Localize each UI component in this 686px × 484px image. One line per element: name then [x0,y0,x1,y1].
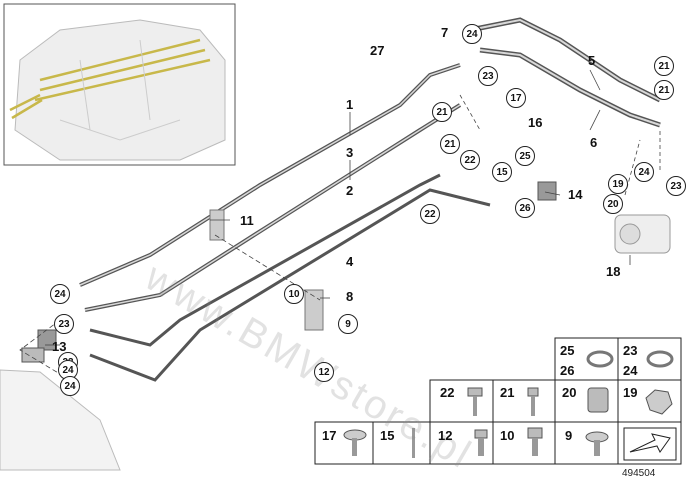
callout-circle-21: 21 [432,102,452,122]
callout-18: 18 [606,264,621,279]
callout-circle-23: 23 [478,66,498,86]
callout-circle-23: 23 [54,314,74,334]
callout-circle-21: 21 [654,80,674,100]
diagram-number: 494504 [622,468,656,479]
compressor [614,214,671,254]
callout-circle-22: 22 [460,150,480,170]
table-label-21: 21 [500,385,515,400]
callout-circle-17: 17 [506,88,526,108]
callout-27: 27 [370,43,385,58]
callout-circle-21: 21 [654,56,674,76]
table-label-22: 22 [440,385,455,400]
table-label-25: 25 [560,343,575,358]
table-label-17: 17 [322,428,337,443]
table-label-26: 26 [560,363,575,378]
callout-circle-9: 9 [338,314,358,334]
callout-circle-23: 23 [666,176,686,196]
callout-8: 8 [346,289,354,304]
parts-table-grid [314,337,682,465]
table-label-20: 20 [562,385,577,400]
pipe-3 [84,103,462,312]
callout-circle-22: 22 [420,204,440,224]
bracket-8 [304,289,324,331]
radiator-section [0,369,121,471]
callout-circle-15: 15 [492,162,512,182]
callout-circle-24: 24 [58,360,78,380]
callout-circle-24: 24 [50,284,70,304]
table-label-12: 12 [438,428,453,443]
pipe-1 [79,63,461,287]
callout-circle-10: 10 [284,284,304,304]
table-label-24: 24 [623,363,638,378]
bracket-11 [209,209,225,241]
callout-7: 7 [441,25,449,40]
pipe-6 [479,47,661,128]
callout-5: 5 [588,53,596,68]
vehicle-inset [3,3,236,166]
callout-14: 14 [568,187,583,202]
callout-2: 2 [346,183,354,198]
callout-circle-21: 21 [440,134,460,154]
callout-circle-24: 24 [60,376,80,396]
callout-circle-26: 26 [515,198,535,218]
table-label-19: 19 [623,385,638,400]
callout-circle-12: 12 [314,362,334,382]
sensor-14 [537,181,557,201]
pipe-2 [89,173,441,347]
part-icons [343,350,677,461]
callout-16: 16 [528,115,543,130]
callout-4: 4 [346,254,354,269]
callout-3: 3 [346,145,354,160]
callout-1: 1 [346,97,354,112]
callout-circle-24: 24 [462,24,482,44]
callout-6: 6 [590,135,598,150]
table-label-23: 23 [623,343,638,358]
callout-circle-24: 24 [634,162,654,182]
callout-11: 11 [240,213,254,228]
table-label-10: 10 [500,428,515,443]
bracket-13 [21,329,57,363]
pipe-4 [89,188,491,382]
table-label-9: 9 [565,428,573,443]
callout-circle-25: 25 [515,146,535,166]
callout-circle-19: 19 [608,174,628,194]
callout-circle-20: 20 [603,194,623,214]
table-label-15: 15 [380,428,395,443]
callout-13: 13 [52,339,67,354]
pipe-5 [469,17,662,103]
